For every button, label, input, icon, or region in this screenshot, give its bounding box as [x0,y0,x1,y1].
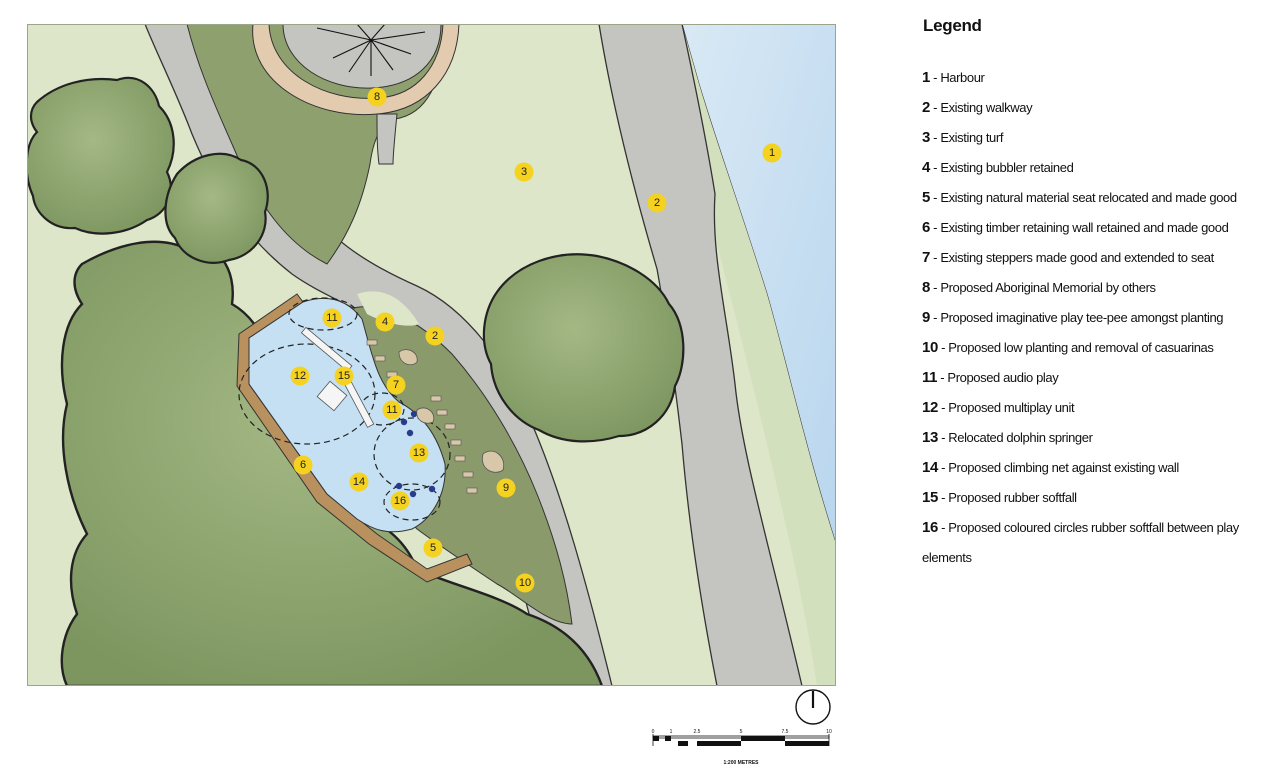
legend-item-6: 6 - Existing timber retaining wall retai… [922,219,1229,236]
tree-canopy-top-left [27,76,175,235]
north-arrow-icon [795,689,831,725]
marker-9: 9 [496,478,516,498]
marker-11a: 11 [322,308,342,328]
multiplay-unit [300,326,375,428]
steppers [366,339,478,494]
legend-item-12: 12 - Proposed multiplay unit [922,399,1075,416]
site-plan-map: 1 2 2 3 4 5 6 7 8 9 10 11 11 12 13 14 15… [27,24,836,686]
legend-item-2: 2 - Existing walkway [922,99,1033,116]
svg-text:2.5: 2.5 [694,729,701,735]
memorial-path [376,113,398,165]
marker-7: 7 [386,375,406,395]
svg-text:2: 2 [432,330,438,342]
svg-text:4: 4 [382,316,388,328]
marker-3: 3 [514,162,534,182]
svg-text:6: 6 [300,459,306,471]
marker-16: 16 [390,491,410,511]
tree-canopy-large [60,240,604,686]
svg-text:11: 11 [326,312,337,324]
svg-text:16: 16 [394,495,406,507]
svg-text:13: 13 [413,447,425,459]
walkway-right [598,24,803,686]
svg-text:0: 0 [652,729,655,735]
marker-15: 15 [334,366,354,386]
legend-list: 1 - Harbour 2 - Existing walkway 3 - Exi… [922,63,1274,573]
marker-4: 4 [375,312,395,332]
memorial-circle [282,24,442,89]
existing-turf-patch [357,291,419,326]
legend-item-1: 1 - Harbour [922,69,985,86]
map-frame [27,24,836,686]
svg-text:10: 10 [826,729,832,735]
scale-bar: 0 1 2.5 5 7.5 10 1:200 METRES [652,729,832,766]
tree-canopy-small [164,152,269,264]
svg-text:10: 10 [519,577,531,589]
svg-text:7: 7 [393,379,399,391]
marker-5: 5 [423,538,443,558]
legend-item-8: 8 - Proposed Aboriginal Memorial by othe… [922,279,1156,296]
legend-item-15: 15 - Proposed rubber softfall [922,489,1077,506]
marker-2a: 2 [647,193,667,213]
legend-item-7: 7 - Existing steppers made good and exte… [922,249,1214,266]
svg-text:14: 14 [353,476,365,488]
scale-ticks: 0 1 2.5 5 7.5 10 [652,729,832,735]
svg-text:15: 15 [338,370,350,382]
svg-text:3: 3 [521,166,527,178]
svg-text:7.5: 7.5 [782,729,789,735]
marker-8: 8 [367,87,387,107]
scale-label: 1:200 METRES [723,760,759,766]
tree-canopy-right [482,253,685,443]
legend-item-13: 13 - Relocated dolphin springer [922,429,1093,446]
svg-text:5: 5 [740,729,743,735]
legend-title: Legend [923,16,982,35]
svg-text:2: 2 [654,197,660,209]
svg-text:11: 11 [386,404,397,416]
legend-item-3: 3 - Existing turf [922,129,1004,146]
scale-segments [652,734,830,746]
legend-item-11: 11 - Proposed audio play [922,369,1059,386]
marker-10: 10 [515,573,535,593]
softfall-circles [238,297,451,521]
marker-2b: 2 [425,326,445,346]
legend-item-10: 10 - Proposed low planting and removal o… [922,339,1214,356]
marker-11b: 11 [382,400,402,420]
legend-item-14: 14 - Proposed climbing net against exist… [922,459,1179,476]
svg-text:9: 9 [503,482,509,494]
marker-6: 6 [293,455,313,475]
svg-text:5: 5 [430,542,436,554]
marker-12: 12 [290,366,310,386]
svg-text:12: 12 [294,370,306,382]
legend-item-5: 5 - Existing natural material seat reloc… [922,189,1237,206]
svg-text:8: 8 [374,91,380,103]
boulders [398,349,505,473]
marker-13: 13 [409,443,429,463]
memorial-sculpture [316,24,426,76]
legend-item-9: 9 - Proposed imaginative play tee-pee am… [922,309,1224,326]
legend-item-4: 4 - Existing bubbler retained [922,159,1074,176]
legend-item-16: 16 - Proposed coloured circles rubber so… [922,519,1239,565]
svg-text:1: 1 [769,147,775,159]
softfall-area [248,297,446,533]
legend-panel: Legend 1 - Harbour 2 - Existing walkway … [922,16,1274,573]
marker-1: 1 [762,143,782,163]
coloured-circles [395,410,436,498]
marker-14: 14 [349,472,369,492]
svg-text:1: 1 [670,729,673,735]
